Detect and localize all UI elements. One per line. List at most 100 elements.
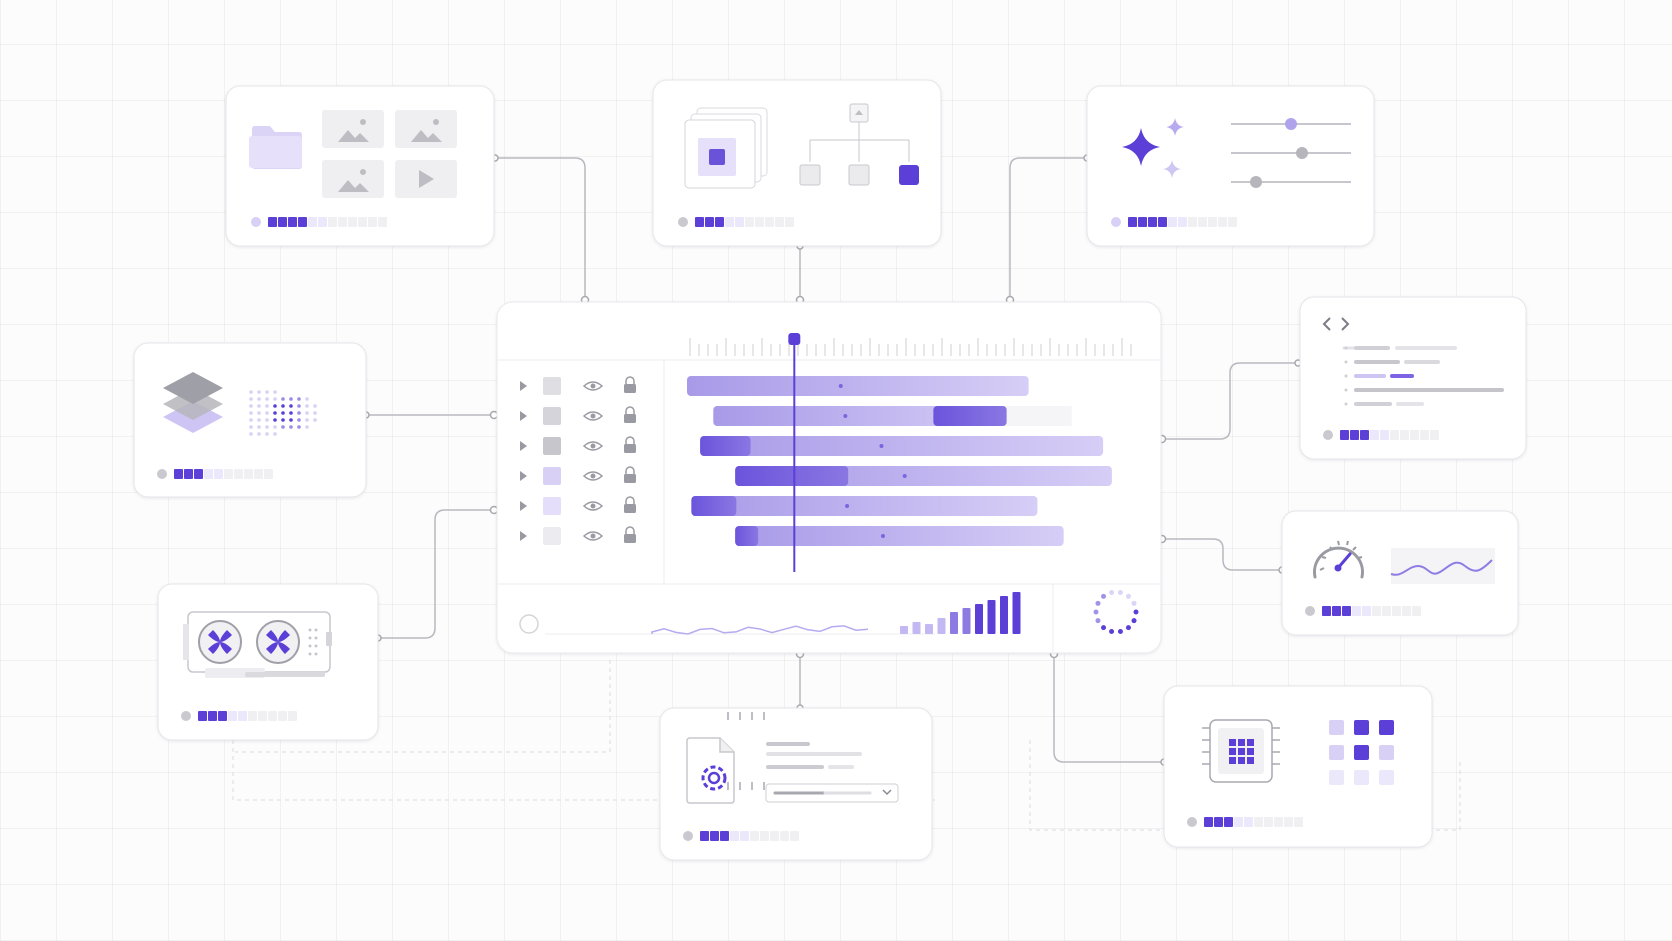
progress-segment xyxy=(1392,606,1401,616)
connector-perf xyxy=(1162,538,1282,571)
dropdown-icon[interactable] xyxy=(765,783,899,803)
progress-segment xyxy=(198,711,207,721)
particle-dot xyxy=(281,397,285,401)
expand-arrow-icon xyxy=(520,501,527,511)
particle-dot xyxy=(257,404,261,408)
text-lines xyxy=(766,742,862,769)
chip-core xyxy=(1238,757,1245,764)
particle-dot xyxy=(297,425,301,429)
progress-indicator xyxy=(181,711,297,721)
particle-dot xyxy=(281,425,285,429)
record-indicator[interactable] xyxy=(519,614,539,634)
connector-gpu xyxy=(378,509,494,639)
activity-bar xyxy=(925,624,933,634)
keyframe-dot xyxy=(843,414,848,418)
chip-core xyxy=(1238,739,1245,746)
progress-segment xyxy=(735,217,744,227)
chip-core xyxy=(1247,757,1254,764)
eye-icon xyxy=(590,383,596,389)
progress-segment xyxy=(1148,217,1157,227)
lock-icon xyxy=(625,466,635,474)
progress-segment xyxy=(755,217,764,227)
progress-segment xyxy=(268,217,277,227)
activity-chart xyxy=(651,592,1021,635)
progress-segment xyxy=(1254,817,1263,827)
progress-segment xyxy=(208,711,217,721)
chip-core xyxy=(1229,757,1236,764)
particle-dot xyxy=(273,432,277,436)
playhead[interactable] xyxy=(788,333,801,572)
card-layers[interactable] xyxy=(133,342,367,498)
progress-segment xyxy=(1342,606,1351,616)
progress-segment xyxy=(1208,217,1217,227)
particle-dot xyxy=(305,425,309,429)
keyframe-dot xyxy=(879,444,884,448)
card-media-library[interactable] xyxy=(225,85,495,247)
progress-indicator xyxy=(251,217,387,227)
progress-indicator xyxy=(1111,217,1237,227)
activity-bar xyxy=(1000,596,1008,634)
particle-dot xyxy=(305,418,309,422)
progress-segment xyxy=(775,217,784,227)
progress-segment xyxy=(1214,817,1223,827)
particle-dot xyxy=(273,411,277,415)
particle-dot xyxy=(281,411,285,415)
card-code[interactable] xyxy=(1299,296,1527,460)
timeline-clip-tail xyxy=(1006,406,1072,426)
speedometer-icon xyxy=(1313,540,1364,579)
particle-dot xyxy=(249,411,253,415)
progress-segment xyxy=(1198,217,1207,227)
lock-icon xyxy=(624,504,636,513)
timeline-clip-segment xyxy=(735,466,849,486)
progress-segment xyxy=(1382,606,1391,616)
card-ai-enhance[interactable] xyxy=(1086,85,1375,247)
lock-icon xyxy=(624,384,636,393)
progress-segment xyxy=(1370,430,1379,440)
status-dot xyxy=(157,469,167,479)
progress-segment xyxy=(730,831,739,841)
particle-dot xyxy=(273,397,277,401)
progress-segment xyxy=(1244,817,1253,827)
progress-segment xyxy=(750,831,759,841)
spinner-dot xyxy=(1125,593,1131,599)
grid-icon xyxy=(1329,720,1394,785)
progress-segment xyxy=(1322,606,1331,616)
chip-core xyxy=(1229,748,1236,755)
progress-segment xyxy=(1380,430,1389,440)
status-dot xyxy=(1323,430,1333,440)
lock-icon xyxy=(624,534,636,543)
timeline-clip-segment xyxy=(691,496,737,516)
expand-arrow-icon xyxy=(520,441,527,451)
progress-segment xyxy=(1228,217,1237,227)
card-processor[interactable] xyxy=(727,685,1433,848)
layer-thumbnail xyxy=(543,527,561,545)
grid-cell xyxy=(1329,720,1344,735)
layer-thumbnail xyxy=(543,377,561,395)
grid-cell xyxy=(1354,720,1369,735)
status-dot xyxy=(683,831,693,841)
progress-segment xyxy=(234,469,243,479)
layers-icon xyxy=(163,372,223,433)
eye-icon xyxy=(582,411,604,421)
progress-segment xyxy=(348,217,357,227)
particle-dot xyxy=(257,425,261,429)
progress-segment xyxy=(228,711,237,721)
spinner-dot xyxy=(1117,628,1123,634)
progress-segment xyxy=(298,217,307,227)
eye-icon xyxy=(590,503,596,509)
timeline-clip xyxy=(691,496,1038,516)
progress-segment xyxy=(725,217,734,227)
progress-indicator xyxy=(683,831,799,841)
particle-dot xyxy=(249,404,253,408)
card-performance[interactable] xyxy=(1281,510,1519,636)
particle-dot xyxy=(257,418,261,422)
particle-dot xyxy=(257,397,261,401)
progress-segment xyxy=(740,831,749,841)
progress-segment xyxy=(184,469,193,479)
card-compositing[interactable] xyxy=(652,79,942,247)
progress-segment xyxy=(224,469,233,479)
progress-segment xyxy=(700,831,709,841)
card-gpu[interactable] xyxy=(157,583,379,741)
status-dot xyxy=(678,217,688,227)
card-settings-file[interactable] xyxy=(659,707,933,861)
